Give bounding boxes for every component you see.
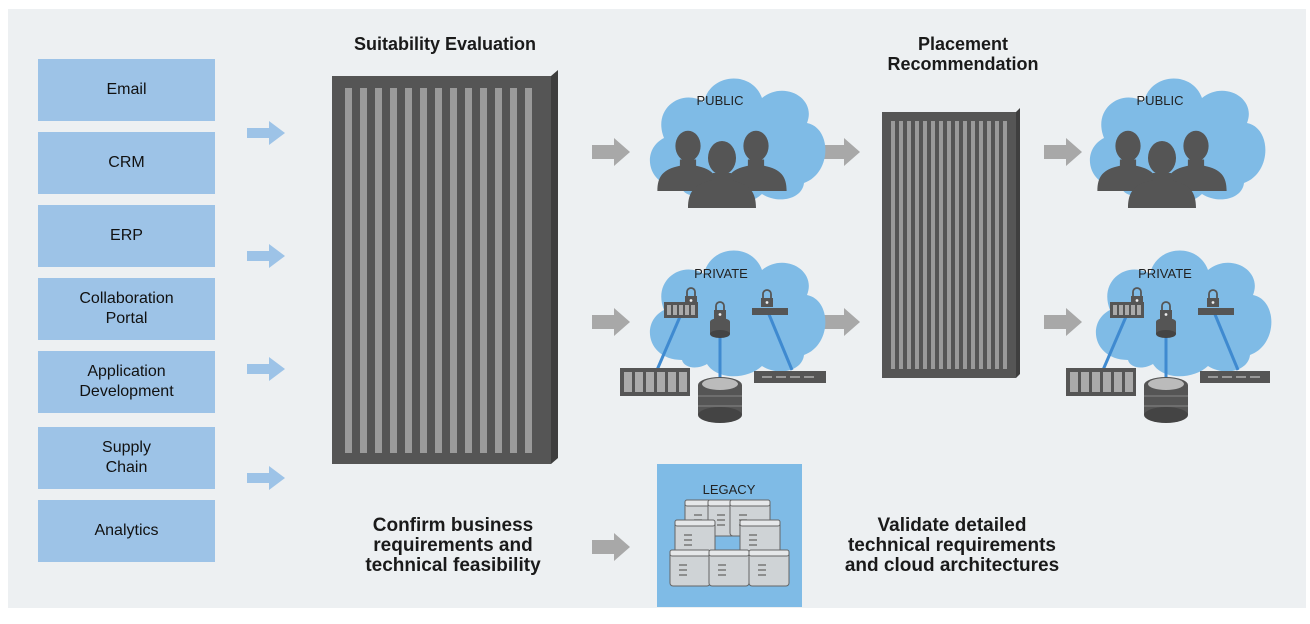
arrow-right-icon <box>247 357 285 381</box>
suitability-evaluation-tower-icon <box>332 70 558 464</box>
placement-recommendation-title: Placement Recommendation <box>887 34 1039 74</box>
arrow-right-icon <box>247 466 285 490</box>
arrow-right-icon <box>1044 138 1082 166</box>
private-cloud-icon <box>620 250 826 423</box>
arrow-right-icon <box>247 121 285 145</box>
arrow-right-icon <box>1044 308 1082 336</box>
public-cloud-label: PUBLIC <box>1136 93 1184 108</box>
app-box-supply-chain: Supply Chain <box>38 427 215 489</box>
app-label: Supply Chain <box>102 439 151 476</box>
app-label: Collaboration Portal <box>79 290 174 327</box>
app-box-erp: ERP <box>38 205 215 267</box>
private-cloud-icon <box>1066 250 1272 423</box>
private-cloud-label: PRIVATE <box>694 266 748 281</box>
arrow-right-icon <box>822 138 860 166</box>
app-box-collaboration-portal: Collaboration Portal <box>38 278 215 340</box>
app-box-crm: CRM <box>38 132 215 194</box>
confirm-requirements-note: Confirm business requirements and techni… <box>365 515 541 576</box>
placement-recommendation-tower-icon <box>882 108 1020 378</box>
arrow-right-icon <box>592 138 630 166</box>
app-label: ERP <box>110 227 143 244</box>
app-label: Application Development <box>79 363 174 400</box>
arrow-right-icon <box>592 533 630 561</box>
private-cloud-label: PRIVATE <box>1138 266 1192 281</box>
suitability-evaluation-title: Suitability Evaluation <box>353 34 537 54</box>
app-label: Email <box>106 81 147 98</box>
arrow-right-icon <box>822 308 860 336</box>
validate-requirements-note: Validate detailed technical requirements… <box>844 515 1060 576</box>
legacy-servers-icon <box>657 464 802 607</box>
app-label: CRM <box>108 154 145 171</box>
arrow-right-icon <box>247 244 285 268</box>
app-box-email: Email <box>38 59 215 121</box>
app-box-analytics: Analytics <box>38 500 215 562</box>
app-box-application-development: Application Development <box>38 351 215 413</box>
legacy-label: LEGACY <box>702 482 756 497</box>
app-label: Analytics <box>94 522 159 539</box>
public-cloud-label: PUBLIC <box>696 93 744 108</box>
arrow-right-icon <box>592 308 630 336</box>
